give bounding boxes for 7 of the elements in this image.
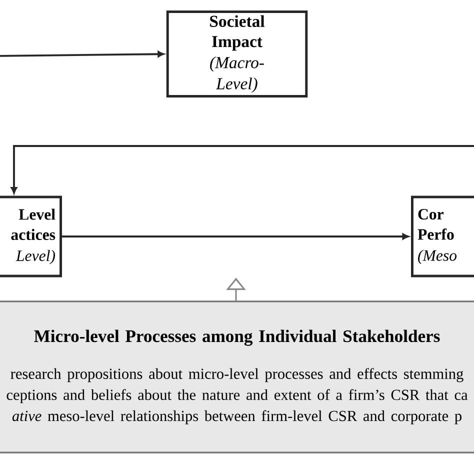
arrow <box>0 50 164 58</box>
process-box: Cor Perfo (Meso <box>411 196 474 278</box>
arrow <box>62 233 409 240</box>
process-box: Level actices Level) <box>0 196 62 278</box>
process-panel: Micro-level Processes among Individual Stakeholders research propositions about micro-level processes and effects stemming ceptions and beliefs about the nature and extent of a firm’s CSR that ca ative meso-level relationships between firm-level CSR and corporate p <box>0 300 474 454</box>
arrow <box>10 145 474 194</box>
process-box: Societal Impact (Macro-Level) <box>166 10 308 98</box>
